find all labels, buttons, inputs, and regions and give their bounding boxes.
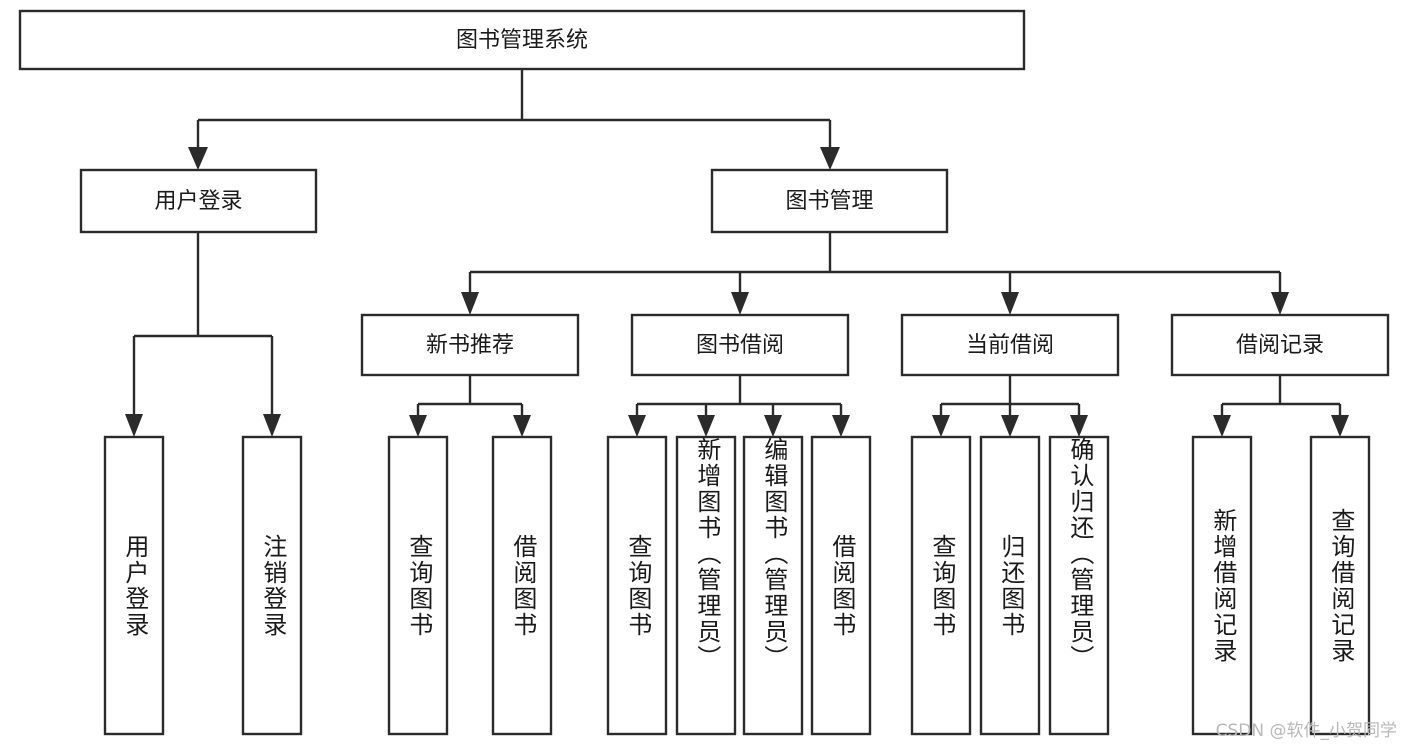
node-leaf-add-borrow-record[interactable] (1191, 435, 1253, 736)
arrow-head-icon (832, 415, 850, 437)
arrow-head-icon (697, 415, 715, 437)
arrow-head-icon (188, 147, 208, 170)
node-leaf-query-book-recommend[interactable] (387, 435, 449, 736)
connector-bookborrow-to-leaves (628, 375, 850, 437)
watermark: CSDN @软件_小贺同学 (1215, 721, 1397, 741)
node-root-label: 图书管理系统 (456, 28, 588, 53)
connector-currentborrow-to-leaves (932, 375, 1088, 437)
arrow-head-icon (1001, 292, 1019, 315)
arrow-head-icon (932, 415, 950, 437)
arrow-head-icon (1070, 415, 1088, 437)
arrow-head-icon (764, 415, 782, 437)
node-leaf-add-book-admin[interactable] (675, 435, 737, 736)
arrow-head-icon (409, 415, 427, 437)
arrow-head-icon (1213, 415, 1231, 437)
connector-newbook-to-leaves (409, 375, 531, 437)
node-current-borrow-label: 当前借阅 (966, 333, 1054, 358)
node-root-system[interactable] (18, 9, 1026, 71)
arrow-head-icon (125, 414, 143, 437)
arrow-head-icon (1271, 292, 1289, 315)
node-leaf-user-login[interactable] (103, 435, 165, 736)
node-leaf-edit-book-admin[interactable] (742, 435, 804, 736)
connector-root-to-level2 (188, 69, 840, 170)
node-current-borrow[interactable] (900, 313, 1120, 377)
node-user-login-label: 用户登录 (154, 189, 242, 214)
node-leaf-confirm-return-admin[interactable] (1048, 435, 1110, 736)
node-book-borrow-label: 图书借阅 (696, 333, 784, 358)
node-leaf-query-book-borrow[interactable] (606, 435, 668, 736)
arrow-head-icon (513, 415, 531, 437)
node-borrow-record-label: 借阅记录 (1236, 333, 1324, 358)
arrow-head-icon (461, 292, 479, 315)
node-book-management-label: 图书管理 (785, 189, 873, 214)
connector-bookmgmt-to-level3 (461, 232, 1289, 315)
arrow-head-icon (1331, 415, 1349, 437)
node-book-borrow[interactable] (630, 313, 850, 377)
arrow-head-icon (731, 292, 749, 315)
node-leaf-query-borrow-record[interactable] (1309, 435, 1371, 736)
arrow-head-icon (263, 414, 281, 437)
connector-userlogin-to-leaves (125, 232, 281, 437)
node-leaf-logout[interactable] (241, 435, 303, 736)
node-leaf-borrow-book-recommend[interactable] (491, 435, 553, 736)
node-new-book-recommend-label: 新书推荐 (426, 333, 514, 358)
node-leaf-borrow-book[interactable] (810, 435, 872, 736)
arrow-head-icon (1001, 415, 1019, 437)
node-book-management[interactable] (710, 168, 949, 234)
node-borrow-record[interactable] (1170, 313, 1390, 377)
arrow-head-icon (628, 415, 646, 437)
node-leaf-return-book[interactable] (979, 435, 1041, 736)
arrow-head-icon (820, 147, 840, 170)
node-user-login[interactable] (79, 168, 318, 234)
connector-borrowrecord-to-leaves (1213, 375, 1349, 437)
node-leaf-query-book-current[interactable] (910, 435, 972, 736)
node-new-book-recommend[interactable] (360, 313, 580, 377)
